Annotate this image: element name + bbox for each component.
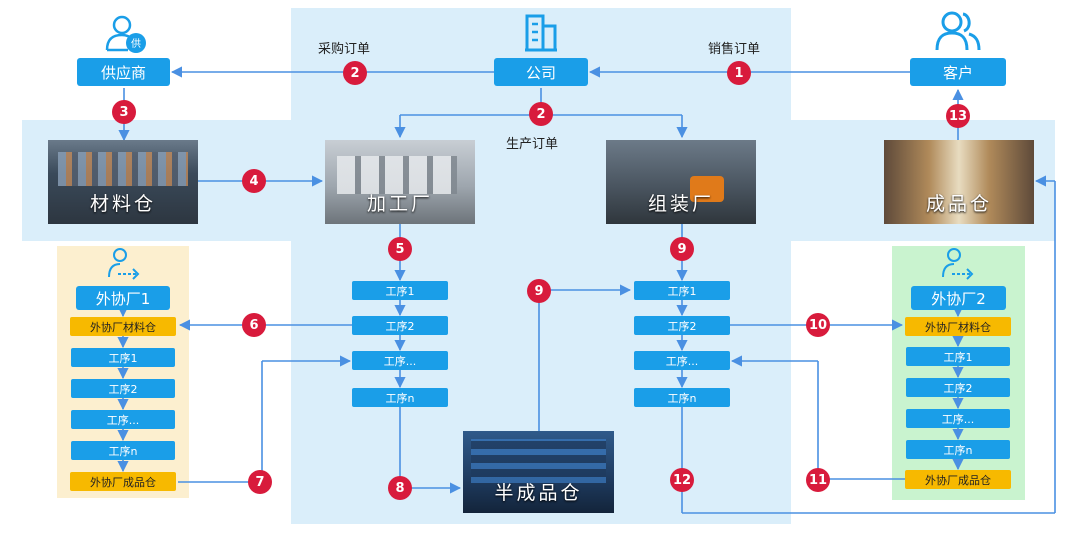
supplier-icon: 供 (105, 15, 146, 53)
finished-warehouse-label: 成品仓 (925, 193, 992, 215)
outsource-icon (108, 248, 140, 280)
step-badge-9: 9 (670, 237, 694, 261)
purchase-order-label: 采购订单 (318, 42, 371, 57)
assembly-step-1: 工序1 (634, 281, 730, 300)
processing-plant-label: 加工厂 (366, 193, 433, 215)
outsource1-material: 外协厂材料仓 (70, 317, 176, 336)
assembly-plant-label: 组装厂 (647, 193, 714, 215)
outsource2-step-1: 工序1 (906, 347, 1010, 366)
processing-step-2: 工序2 (352, 316, 448, 335)
outsource2-step-n: 工序n (906, 440, 1010, 459)
material-warehouse-label: 材料仓 (89, 193, 156, 215)
building-icon (525, 14, 557, 52)
outsource1-finished: 外协厂成品仓 (70, 472, 176, 491)
outsource2-finished: 外协厂成品仓 (905, 470, 1011, 489)
outsource2-title: 外协厂2 (911, 286, 1006, 310)
outsource1-step-n: 工序n (71, 441, 175, 460)
step-badge-4: 4 (242, 169, 266, 193)
svg-text:供: 供 (131, 37, 141, 50)
finished-warehouse: 成品仓 (884, 140, 1034, 224)
step-badge-10: 10 (806, 313, 830, 337)
processing-step-3: 工序... (352, 351, 448, 370)
step-badge-12: 12 (670, 468, 694, 492)
step-badge-1: 1 (727, 61, 751, 85)
outsource1-title: 外协厂1 (76, 286, 170, 310)
step-badge-6: 6 (242, 313, 266, 337)
production-order-label: 生产订单 (506, 137, 559, 152)
step-badge-7: 7 (248, 470, 272, 494)
material-warehouse: 材料仓 (48, 140, 198, 224)
outsource1-step-1: 工序1 (71, 348, 175, 367)
customer-icon (935, 11, 981, 51)
step-badge-8: 8 (388, 476, 412, 500)
assembly-plant: 组装厂 (606, 140, 756, 224)
sales-order-label: 销售订单 (708, 42, 761, 57)
processing-step-1: 工序1 (352, 281, 448, 300)
outsource1-step-3: 工序... (71, 410, 175, 429)
step-badge-3: 3 (112, 100, 136, 124)
processing-step-n: 工序n (352, 388, 448, 407)
outsource2-material: 外协厂材料仓 (905, 317, 1011, 336)
outsource-icon (942, 248, 974, 280)
outsource1-step-2: 工序2 (71, 379, 175, 398)
step-badge-5: 5 (388, 237, 412, 261)
processing-plant: 加工厂 (325, 140, 475, 224)
step-badge-2: 2 (343, 61, 367, 85)
supplier-box: 供应商 (77, 58, 170, 86)
customer-box: 客户 (910, 58, 1006, 86)
company-box: 公司 (494, 58, 588, 86)
outsource2-step-3: 工序... (906, 409, 1010, 428)
assembly-step-3: 工序... (634, 351, 730, 370)
outsource2-step-2: 工序2 (906, 378, 1010, 397)
semi-finished-warehouse-label: 半成品仓 (494, 482, 583, 504)
step-badge-13: 13 (946, 104, 970, 128)
assembly-step-n: 工序n (634, 388, 730, 407)
step-badge-9: 9 (527, 279, 551, 303)
semi-finished-warehouse: 半成品仓 (463, 431, 614, 513)
step-badge-2: 2 (529, 102, 553, 126)
assembly-step-2: 工序2 (634, 316, 730, 335)
step-badge-11: 11 (806, 468, 830, 492)
